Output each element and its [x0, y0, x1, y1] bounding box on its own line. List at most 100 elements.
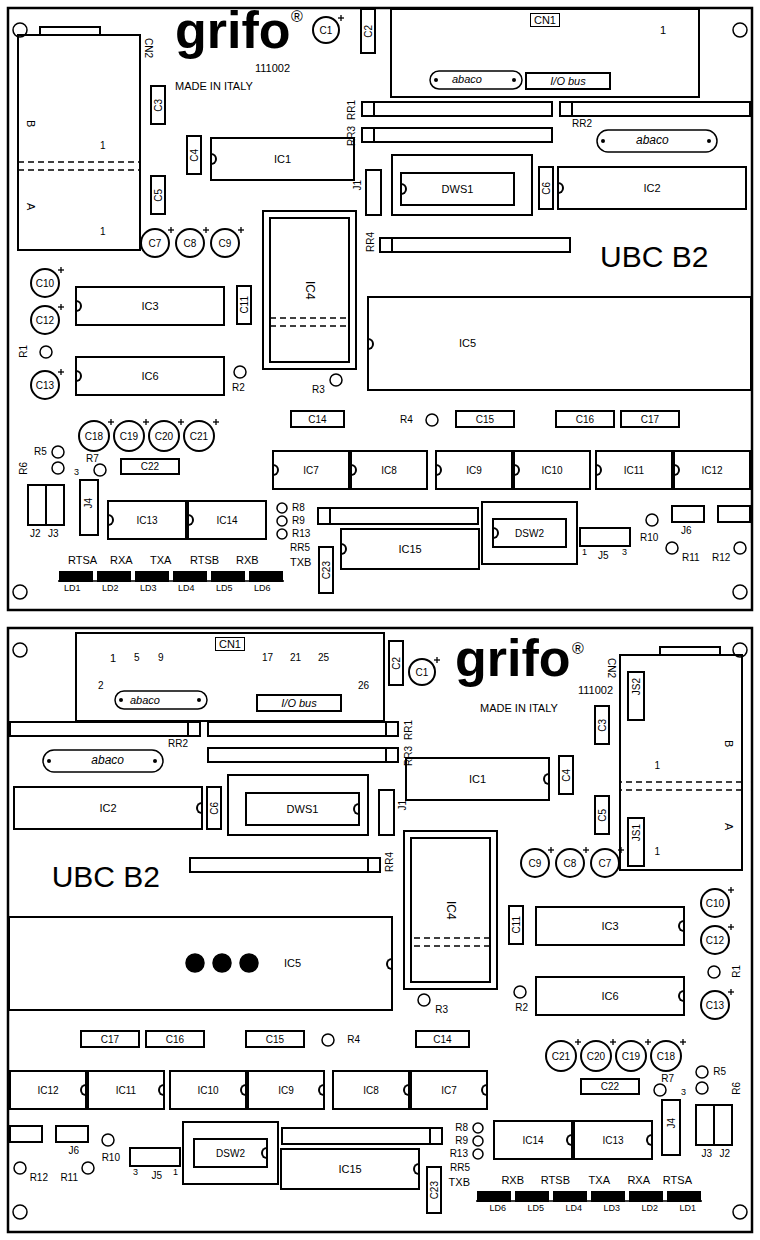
- part-name: C6: [541, 182, 552, 195]
- logo-dot: [512, 78, 516, 82]
- polarity-mark: [180, 419, 181, 425]
- silkscreen-label: 2: [98, 680, 104, 691]
- ic-outline: DWS1: [245, 792, 360, 826]
- ic-notch: [492, 527, 499, 539]
- component-box: I/O bus: [525, 72, 611, 90]
- ic-notch: [350, 464, 357, 476]
- silkscreen-label: RR4: [365, 232, 376, 252]
- part-name: IC8: [381, 465, 397, 476]
- component-outline: [368, 858, 380, 872]
- silkscreen-label: R13: [292, 528, 310, 539]
- part-name: C11: [511, 916, 522, 934]
- electrolytic-capacitor: C7: [140, 228, 170, 258]
- polarity-mark: [340, 15, 341, 21]
- ic-notch: [340, 543, 347, 555]
- logo-pill: [597, 130, 717, 152]
- part-name: C5: [153, 189, 164, 202]
- mounting-hole: [13, 585, 27, 599]
- part-name: C18: [85, 431, 103, 442]
- silkscreen-label: R11: [682, 552, 700, 563]
- ic-notch: [435, 464, 442, 476]
- silkscreen-label: RXA: [110, 554, 133, 566]
- logo-dot: [197, 698, 201, 702]
- component-outline: [228, 775, 368, 835]
- silkscreen-label: J4: [83, 498, 94, 509]
- ic-outline: IC1: [210, 137, 355, 181]
- ic-notch: [196, 802, 203, 814]
- electrolytic-capacitor: C18: [650, 1040, 682, 1072]
- component-outline: [714, 1105, 732, 1145]
- polarity-mark: [170, 227, 171, 233]
- resistor-symbol: [654, 1084, 666, 1096]
- ic-outline: IC12: [673, 450, 751, 490]
- component-box: C17: [80, 1030, 140, 1048]
- component-outline: [362, 102, 374, 116]
- component-outline: [620, 655, 742, 870]
- electrolytic-capacitor: C10: [700, 888, 730, 918]
- silkscreen-label: 1: [110, 652, 116, 664]
- electrolytic-capacitor: C8: [555, 848, 585, 878]
- resistor-symbol: [14, 1162, 26, 1174]
- silkscreen-label: 26: [358, 680, 369, 691]
- part-name: CN1: [215, 637, 245, 651]
- ic-notch: [646, 1134, 653, 1146]
- component-outline: [380, 238, 570, 252]
- part-name: C10: [36, 278, 54, 289]
- ic-outline: IC9: [247, 1070, 325, 1110]
- silkscreen-label: TXB: [449, 1176, 470, 1188]
- part-name: IC11: [116, 1085, 136, 1096]
- resistor-symbol: [473, 1123, 483, 1133]
- silkscreen-label: MADE IN ITALY: [480, 702, 558, 714]
- part-name: C1: [416, 667, 429, 678]
- resistor-symbol: [708, 966, 720, 978]
- resistor-symbol: [696, 1066, 708, 1078]
- part-name: I/O bus: [281, 697, 316, 709]
- led-body: [136, 572, 168, 581]
- polarity-mark: [730, 924, 731, 930]
- silkscreen-label: RR5: [450, 1162, 470, 1173]
- connector-outline: CN1I/O bus: [75, 632, 385, 722]
- component-outline: [362, 102, 552, 116]
- silkscreen-label: J3: [701, 1148, 712, 1159]
- silkscreen-label: 1: [100, 226, 106, 237]
- component-outline: [183, 1122, 278, 1184]
- ic-notch: [107, 514, 114, 526]
- part-name: C6: [209, 802, 220, 815]
- part-name: C1: [320, 25, 333, 36]
- ic-outline: IC6: [75, 356, 225, 396]
- silkscreen-label: CN2: [143, 38, 154, 58]
- silkscreen-line: [411, 945, 490, 947]
- ic-outline: IC14: [493, 1120, 573, 1160]
- part-name: C8: [564, 858, 577, 869]
- silkscreen-label: RXB: [501, 1174, 524, 1186]
- part-name: C22: [141, 461, 159, 472]
- component-outline: [672, 506, 704, 522]
- electrolytic-capacitor: C18: [78, 420, 110, 452]
- silkscreen-label: 1: [660, 24, 666, 36]
- silkscreen-label: LD3: [603, 1204, 620, 1214]
- ic-notch: [678, 990, 685, 1002]
- silkscreen-label: abaco: [452, 73, 482, 85]
- part-name: C17: [101, 1034, 119, 1045]
- part-name: IC5: [459, 337, 476, 349]
- silkscreen-label: R5: [713, 1066, 726, 1077]
- silkscreen-label: R13: [450, 1148, 468, 1159]
- polarity-mark: [585, 847, 586, 853]
- part-name: C16: [576, 414, 594, 425]
- ic-outline: DSW2: [193, 1138, 268, 1168]
- silkscreen-line: [270, 325, 349, 327]
- part-name: IC10: [197, 1085, 218, 1096]
- logo-dot: [47, 759, 51, 763]
- part-name: C9: [219, 238, 232, 249]
- component-outline: [188, 722, 200, 736]
- silkscreen-label: LD1: [64, 584, 81, 594]
- ic-outline: IC4: [262, 210, 357, 370]
- silkscreen-line: [620, 781, 742, 783]
- part-name: IC15: [398, 543, 421, 555]
- silkscreen-line: [620, 789, 742, 791]
- electrolytic-capacitor: C12: [700, 925, 730, 955]
- logo-dot: [119, 698, 123, 702]
- resistor-symbol: [330, 374, 342, 386]
- led-body: [592, 1192, 624, 1201]
